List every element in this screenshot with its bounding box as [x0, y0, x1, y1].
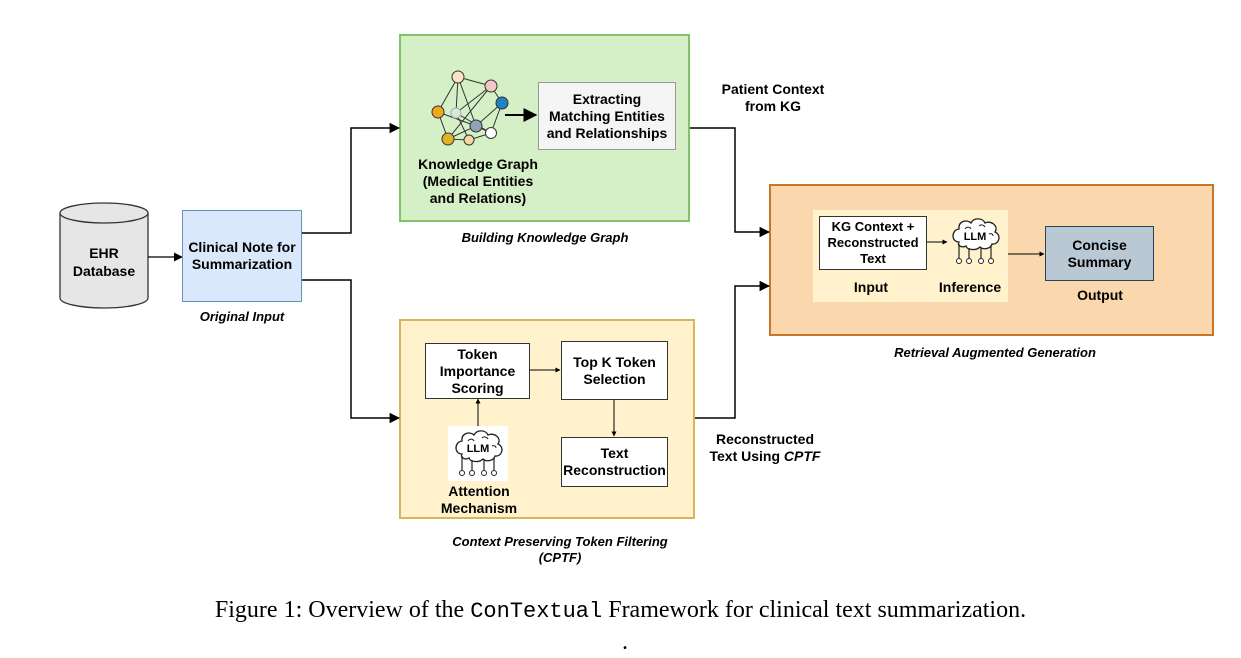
inference-llm-text: LLM — [964, 231, 987, 243]
rag-input-label: Input — [853, 279, 889, 295]
reconstructed-text-label: Reconstructed Text Using CPTF — [709, 431, 821, 464]
concise-summary-box: Concise Summary — [1045, 226, 1154, 281]
cptf-section-caption: Context Preserving Token Filtering (CPTF… — [452, 534, 668, 565]
extract-entities-box: Extracting Matching Entities and Relatio… — [538, 82, 676, 150]
rag-section-caption: Retrieval Augmented Generation — [894, 345, 1096, 360]
attention-mechanism-label: Attention Mechanism — [440, 483, 518, 516]
rag-inference-label: Inference — [938, 279, 1002, 295]
arrow-kg-to-rag — [690, 127, 771, 238]
arrow-note-to-cptf — [302, 279, 401, 424]
knowledge-graph-label: Knowledge Graph (Medical Entities and Re… — [418, 156, 538, 206]
figure-caption-trailing-dot: . — [622, 629, 628, 655]
ehr-database-label: EHR Database — [72, 245, 136, 279]
arrow-note-to-kg — [302, 122, 401, 234]
token-importance-box: Token Importance Scoring — [425, 343, 530, 399]
topk-selection-box: Top K Token Selection — [561, 341, 668, 400]
kg-context-box: KG Context + Reconstructed Text — [819, 216, 927, 270]
arrow-cptf-to-rag — [695, 280, 771, 419]
clinical-note-box: Clinical Note for Summarization — [182, 210, 302, 302]
attention-llm-text: LLM — [467, 443, 490, 455]
kg-section-caption: Building Knowledge Graph — [461, 230, 629, 245]
rag-output-label: Output — [1077, 287, 1123, 303]
patient-context-label: Patient Context from KG — [721, 81, 825, 114]
original-input-caption: Original Input — [199, 309, 285, 324]
attention-llm-icon: LLM — [448, 426, 508, 481]
knowledge-graph-icon — [431, 70, 509, 146]
ehr-database-cylinder — [59, 202, 149, 309]
figure-caption: Figure 1: Overview of the ConTextual Fra… — [214, 597, 1027, 624]
text-reconstruction-box: Text Reconstruction — [561, 437, 668, 487]
inference-llm-icon: LLM — [945, 214, 1005, 269]
